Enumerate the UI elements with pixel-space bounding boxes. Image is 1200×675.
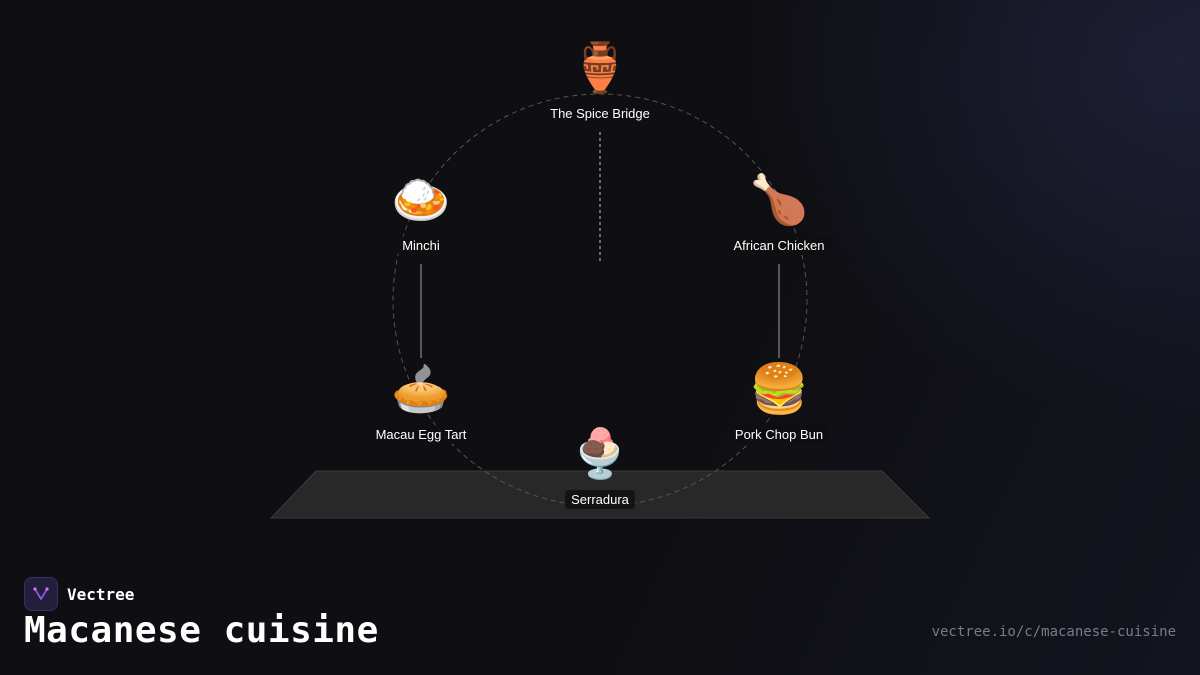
- ice-cream-icon: 🍨: [570, 426, 630, 482]
- node-african-chicken[interactable]: 🍗 African Chicken: [699, 172, 859, 255]
- node-label: African Chicken: [727, 236, 831, 255]
- node-pork-chop-bun[interactable]: 🍔 Pork Chop Bun: [699, 361, 859, 444]
- burger-icon: 🍔: [749, 361, 809, 417]
- node-label: Pork Chop Bun: [728, 425, 830, 444]
- node-label: Serradura: [565, 490, 635, 509]
- node-serradura[interactable]: 🍨 Serradura: [520, 426, 680, 509]
- node-label: Minchi: [396, 236, 446, 255]
- brand-name: Vectree: [67, 584, 135, 604]
- node-minchi[interactable]: 🍛 Minchi: [341, 172, 501, 255]
- poultry-leg-icon: 🍗: [749, 172, 809, 228]
- page-url[interactable]: vectree.io/c/macanese-cuisine: [931, 624, 1176, 640]
- pie-icon: 🥧: [391, 361, 451, 417]
- node-label: Macau Egg Tart: [369, 425, 473, 444]
- node-label: The Spice Bridge: [544, 104, 656, 123]
- page-title: Macanese cuisine: [24, 610, 379, 651]
- node-macau-egg-tart[interactable]: 🥧 Macau Egg Tart: [341, 361, 501, 444]
- brand[interactable]: Vectree: [24, 577, 134, 611]
- node-spice-bridge[interactable]: 🏺 The Spice Bridge: [520, 40, 680, 123]
- vectree-logo-icon: [24, 577, 58, 611]
- amphora-icon: 🏺: [570, 40, 630, 96]
- curry-rice-icon: 🍛: [391, 172, 451, 228]
